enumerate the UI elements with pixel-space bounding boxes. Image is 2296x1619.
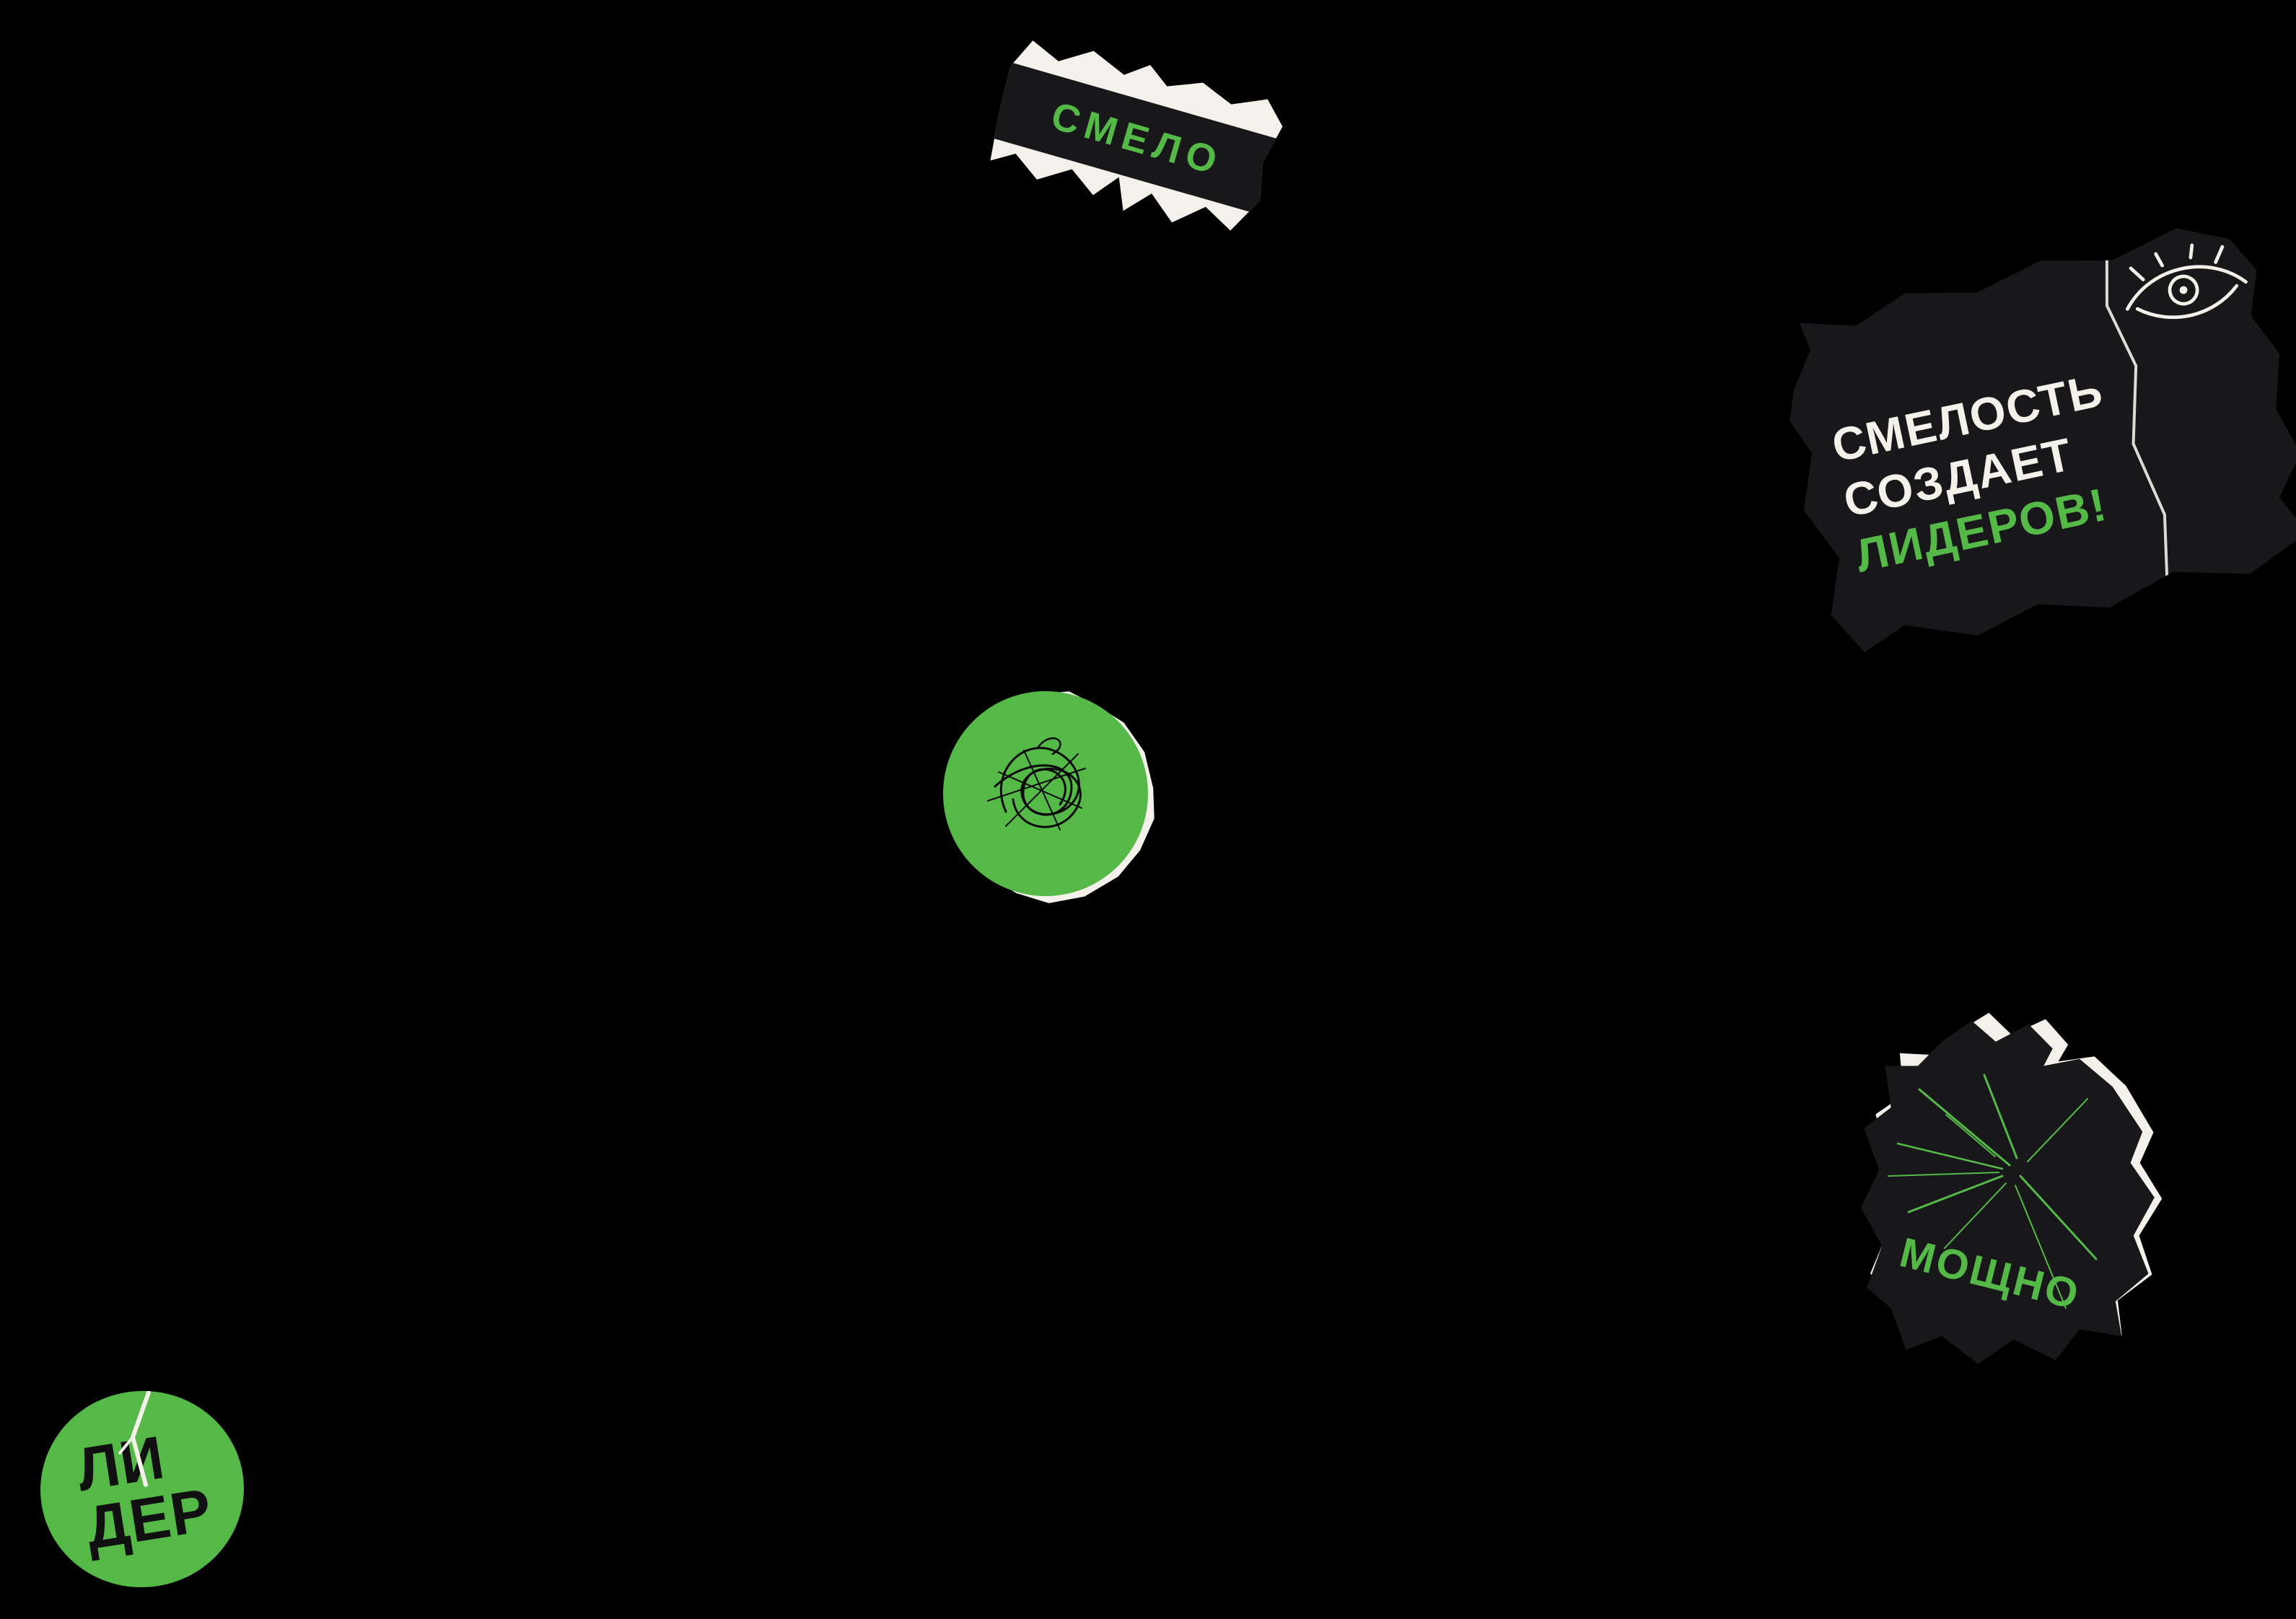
torn-tape: СМЕЛО xyxy=(978,21,1289,250)
green-dot xyxy=(943,691,1148,896)
sticker-smelo: СМЕЛО xyxy=(988,12,1280,260)
sticker-slogan: СМЕЛОСТЬ СОЗДАЕТ ЛИДЕРОВ! xyxy=(1776,229,2296,651)
slogan-background: СМЕЛОСТЬ СОЗДАЕТ ЛИДЕРОВ! xyxy=(1763,212,2296,669)
smelo-label: СМЕЛО xyxy=(1046,93,1227,184)
torn-paper-strip: СМЕЛО xyxy=(978,21,1289,250)
lider-label: ЛИ ДЕР xyxy=(72,1421,216,1562)
sticker-lider: ЛИ ДЕР xyxy=(30,1381,254,1597)
eye-doodle-icon xyxy=(2108,229,2262,351)
slogan-text-block: СМЕЛОСТЬ СОЗДАЕТ ЛИДЕРОВ! xyxy=(1827,361,2131,584)
sticker-scribble-dot xyxy=(943,691,1148,896)
burst-scratches-icon xyxy=(1888,1074,2098,1309)
scribble-doodle-icon xyxy=(987,737,1086,830)
torn-label: СМЕЛОСТЬ СОЗДАЕТ ЛИДЕРОВ! xyxy=(1763,212,2296,669)
sticker-moshchno: МОЩНО xyxy=(1858,1021,2157,1367)
tape-black-band: СМЕЛО xyxy=(978,59,1288,216)
